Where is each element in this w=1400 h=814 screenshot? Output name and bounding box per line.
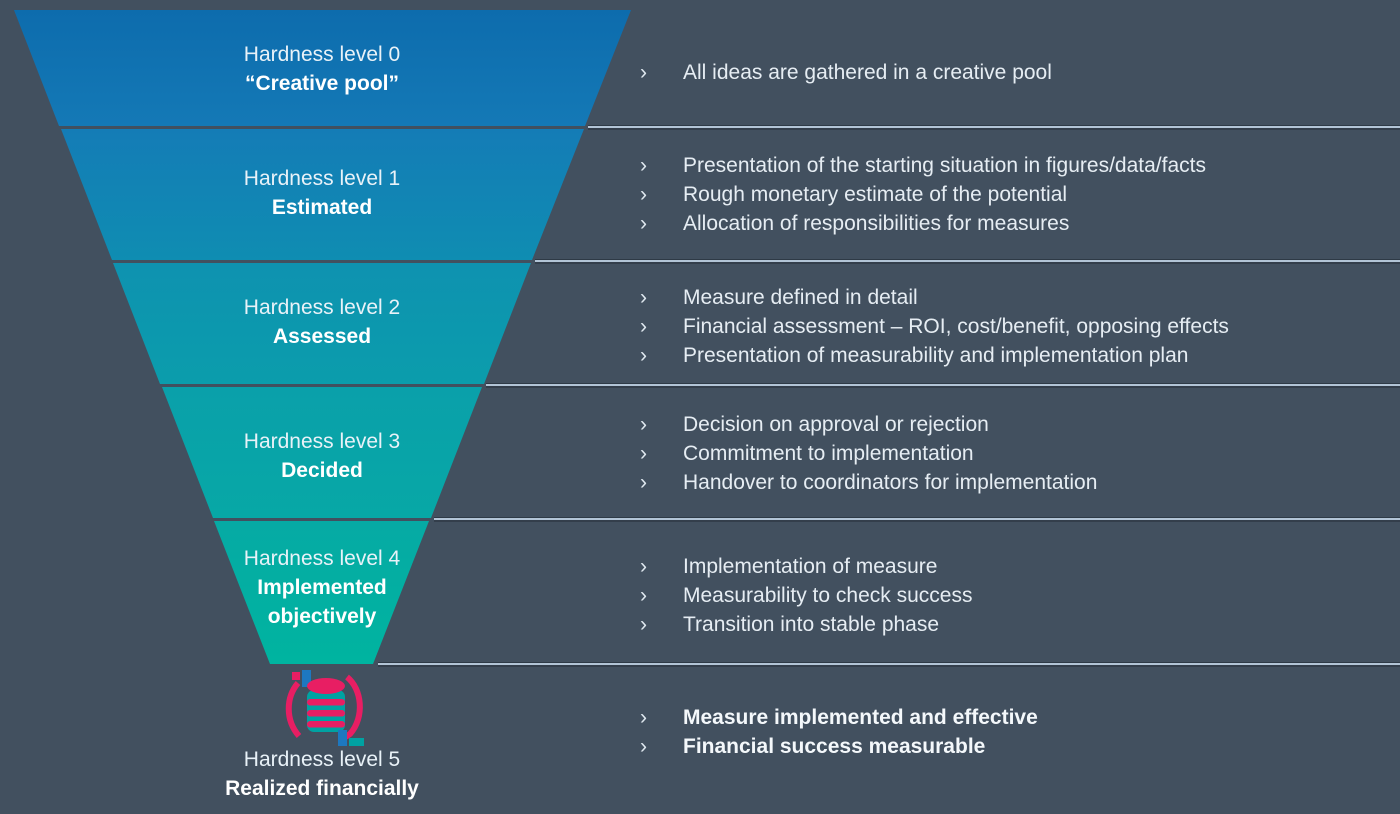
level-4-subtitle: Implemented objectively — [257, 576, 387, 628]
chevron-bullet: › — [640, 584, 647, 607]
level-0-subtitle: “Creative pool” — [244, 72, 400, 95]
level-3-points: › Decision on approval or rejection › Co… — [640, 410, 1388, 497]
level-3-subtitle: Decided — [281, 459, 363, 482]
chevron-bullet: › — [640, 212, 647, 235]
bullet-item: › Measure defined in detail — [640, 283, 1388, 312]
coin-band-1 — [307, 699, 345, 706]
divider-0 — [588, 126, 1400, 128]
divider-4 — [378, 663, 1400, 665]
level-4-points: › Implementation of measure › Measurabil… — [640, 552, 1388, 639]
point-text: Allocation of responsibilities for measu… — [683, 212, 1070, 235]
chevron-bullet: › — [640, 555, 647, 578]
bullet-item: › All ideas are gathered in a creative p… — [640, 58, 1388, 87]
bullet-item: › Rough monetary estimate of the potenti… — [640, 180, 1388, 209]
divider-2 — [486, 384, 1400, 386]
level-2-subtitle: Assessed — [272, 325, 372, 348]
bullet-item: › Financial assessment – ROI, cost/benef… — [640, 312, 1388, 341]
chevron-bullet: › — [640, 735, 647, 758]
point-text: Presentation of measurability and implem… — [683, 344, 1189, 367]
funnel-segment-4 — [214, 521, 429, 664]
chevron-bullet: › — [640, 413, 647, 436]
point-text: Financial assessment – ROI, cost/benefit… — [683, 315, 1229, 338]
level-5-points: › Measure implemented and effective › Fi… — [640, 703, 1388, 761]
bullet-item: › Financial success measurable — [640, 732, 1388, 761]
bullet-item: › Transition into stable phase — [640, 610, 1388, 639]
chevron-bullet: › — [640, 706, 647, 729]
funnel-label-level-0: Hardness level 0 “Creative pool” — [172, 40, 472, 98]
funnel-label-level-2: Hardness level 2 Assessed — [172, 293, 472, 351]
chevron-bullet: › — [640, 154, 647, 177]
bullet-item: › Presentation of measurability and impl… — [640, 341, 1388, 370]
level-0-points: › All ideas are gathered in a creative p… — [640, 58, 1388, 87]
level-3-title: Hardness level 3 — [243, 430, 401, 453]
point-text: All ideas are gathered in a creative poo… — [683, 61, 1052, 84]
right-arc — [342, 674, 363, 741]
level-0-title: Hardness level 0 — [243, 43, 401, 66]
point-text: Decision on approval or rejection — [683, 413, 989, 436]
chevron-bullet: › — [640, 344, 647, 367]
chevron-bullet: › — [640, 471, 647, 494]
chevron-bullet: › — [640, 442, 647, 465]
bullet-item: › Commitment to implementation — [640, 439, 1388, 468]
divider-1 — [535, 260, 1400, 262]
point-text: Financial success measurable — [683, 735, 986, 758]
bullet-item: › Handover to coordinators for implement… — [640, 468, 1388, 497]
bullet-item: › Decision on approval or rejection — [640, 410, 1388, 439]
funnel-segment-0 — [14, 10, 631, 126]
level-1-subtitle: Estimated — [271, 196, 373, 219]
divider-3 — [434, 518, 1400, 520]
bullet-item: › Implementation of measure — [640, 552, 1388, 581]
coin-band-2 — [307, 710, 345, 717]
left-arc — [285, 681, 302, 738]
level-2-title: Hardness level 2 — [243, 296, 401, 319]
bullet-item: › Measure implemented and effective — [640, 703, 1388, 732]
funnel-segment-2 — [113, 263, 531, 384]
chevron-bullet: › — [640, 61, 647, 84]
point-text: Measurability to check success — [683, 584, 973, 607]
funnel-label-level-1: Hardness level 1 Estimated — [172, 164, 472, 222]
point-text: Presentation of the starting situation i… — [683, 154, 1206, 177]
point-text: Measure defined in detail — [683, 286, 918, 309]
bullet-item: › Allocation of responsibilities for mea… — [640, 209, 1388, 238]
right-arrow-blue-rect — [338, 730, 347, 746]
funnel-segment-1 — [61, 129, 584, 260]
level-2-points: › Measure defined in detail › Financial … — [640, 283, 1388, 370]
right-arrow-teal-rect — [349, 738, 364, 746]
left-arrow-pink-square — [292, 672, 300, 680]
point-text: Measure implemented and effective — [683, 706, 1038, 729]
point-text: Implementation of measure — [683, 555, 938, 578]
funnel-label-level-5: Hardness level 5 Realized financially — [152, 745, 492, 803]
funnel-label-level-4: Hardness level 4 Implemented objectively — [202, 544, 442, 631]
point-text: Rough monetary estimate of the potential — [683, 183, 1068, 206]
level-4-title: Hardness level 4 — [243, 547, 401, 570]
point-text: Handover to coordinators for implementat… — [683, 471, 1098, 494]
funnel-segment-3 — [162, 387, 482, 518]
coin-band-3 — [307, 721, 345, 728]
level-1-points: › Presentation of the starting situation… — [640, 151, 1388, 238]
level-5-subtitle: Realized financially — [225, 777, 419, 800]
point-text: Transition into stable phase — [683, 613, 940, 636]
point-text: Commitment to implementation — [683, 442, 974, 465]
chevron-bullet: › — [640, 613, 647, 636]
bullet-item: › Presentation of the starting situation… — [640, 151, 1388, 180]
realized-financially-icon — [283, 670, 367, 750]
left-arrow-blue-rect — [302, 670, 311, 687]
level-5-title: Hardness level 5 — [243, 748, 401, 771]
chevron-bullet: › — [640, 315, 647, 338]
chevron-bullet: › — [640, 286, 647, 309]
level-1-title: Hardness level 1 — [243, 167, 401, 190]
chevron-bullet: › — [640, 183, 647, 206]
funnel-shape — [14, 10, 631, 664]
coin-stack-refresh-icon — [285, 670, 364, 746]
bullet-item: › Measurability to check success — [640, 581, 1388, 610]
funnel-label-level-3: Hardness level 3 Decided — [172, 427, 472, 485]
coin-stack-top — [307, 678, 345, 694]
